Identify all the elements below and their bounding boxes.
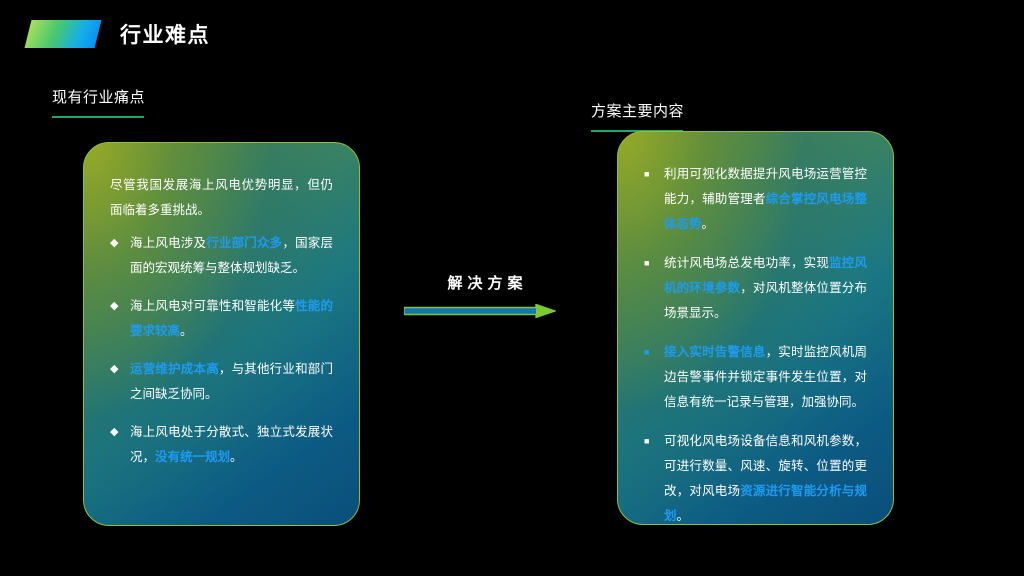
plain-phrase: 。	[230, 450, 243, 464]
highlighted-phrase: 行业部门众多	[206, 236, 283, 250]
plain-phrase: 海上风电涉及	[130, 236, 207, 250]
list-item: ■ 统计风电场总发电功率，实现监控风机的环境参数，对风机整体位置分布场景显示。	[644, 251, 867, 326]
list-item-text: 海上风电对可靠性和智能化等性能的要求较高。	[130, 294, 333, 344]
highlighted-phrase: 没有统一规划	[155, 450, 231, 464]
plain-phrase: 海上风电处于分散式、独立式发展状况，	[130, 425, 333, 464]
left-column-underline	[52, 116, 144, 118]
plain-phrase: 。	[180, 324, 193, 338]
pain-points-bullet-list: ◆ 海上风电涉及行业部门众多，国家层面的宏观统筹与整体规划缺乏。 ◆ 海上风电对可靠性…	[110, 231, 333, 470]
bullet-marker-icon: ◆	[110, 363, 119, 375]
plain-phrase: ，国家层面的宏观统筹与整体规划缺乏。	[130, 236, 333, 275]
right-arrow-icon	[404, 304, 556, 318]
plain-phrase: 利用可视化数据提升风电场运营管控能力，辅助管理者	[664, 167, 867, 206]
list-item: ◆ 海上风电处于分散式、独立式发展状况，没有统一规划。	[110, 420, 333, 470]
plain-phrase: 。	[701, 217, 715, 231]
bullet-marker-icon: ◆	[110, 237, 119, 249]
list-item: ◆ 运营维护成本高，与其他行业和部门之间缺乏协同。	[110, 357, 333, 407]
list-item-text: 利用可视化数据提升风电场运营管控能力，辅助管理者综合掌控风电场整体态势。	[664, 162, 867, 237]
solution-content-card: ■利用可视化数据提升风电场运营管控能力，辅助管理者综合掌控风电场整体态势。■统计…	[617, 131, 894, 525]
bullet-marker-icon: ◆	[110, 300, 119, 312]
highlighted-phrase: 综合掌控风电场整体态势	[664, 192, 867, 231]
bullet-marker-icon: ■	[644, 169, 650, 179]
list-item-text: 海上风电处于分散式、独立式发展状况，没有统一规划。	[130, 420, 333, 470]
list-item: ◆ 海上风电对可靠性和智能化等性能的要求较高。	[110, 294, 333, 344]
left-column-header: 现有行业痛点	[52, 86, 145, 118]
highlighted-phrase: 监控风机的环境参数	[664, 256, 867, 295]
slide-title-row: 行业难点	[24, 16, 210, 52]
list-item-text: 海上风电涉及行业部门众多，国家层面的宏观统筹与整体规划缺乏。	[130, 231, 333, 281]
list-item-text: 接入实时告警信息，实时监控风机周边告警事件并锁定事件发生位置，对信息有统一记录与…	[664, 340, 867, 415]
plain-phrase: ，对风机整体位置分布场景显示。	[664, 281, 867, 320]
list-item: ■ 可视化风电场设备信息和风机参数，可进行数量、风速、旋转、位置的更改，对风电场资…	[644, 429, 867, 524]
pain-points-card-content: 尽管我国发展海上风电优势明显，但仍面临着多重挑战。 ◆海上风电涉及行业部门众多，…	[84, 143, 359, 525]
right-column-heading-text: 方案主要内容	[591, 103, 685, 120]
solution-bullet-list: ■利用可视化数据提升风电场运营管控能力，辅助管理者综合掌控风电场整体态势。■统计…	[644, 162, 867, 524]
solution-arrow-group: 解决方案	[404, 272, 566, 318]
highlighted-phrase: 资源进行智能分析与规划	[664, 484, 867, 523]
solution-label: 解决方案	[447, 275, 528, 292]
right-column-header: 方案主要内容	[591, 100, 684, 132]
bullet-marker-icon: ◆	[110, 426, 119, 438]
plain-phrase: 。	[676, 509, 690, 523]
highlighted-phrase: 接入实时告警信息	[664, 345, 766, 359]
bullet-marker-icon: ■	[644, 436, 650, 446]
list-item: ■ 接入实时告警信息，实时监控风机周边告警事件并锁定事件发生位置，对信息有统一记录…	[644, 340, 867, 415]
plain-phrase: ，实时监控风机周边告警事件并锁定事件发生位置，对信息有统一记录与管理，加强协同。	[664, 345, 867, 409]
pain-points-lead-paragraph: 尽管我国发展海上风电优势明显，但仍面临着多重挑战。	[110, 178, 333, 217]
plain-phrase: 统计风电场总发电功率，实现	[664, 256, 830, 270]
plain-phrase: ，与其他行业和部门之间缺乏协同。	[130, 362, 333, 401]
bullet-marker-icon: ■	[644, 347, 650, 357]
page-title: 行业难点	[120, 24, 210, 47]
solution-card-content: ■利用可视化数据提升风电场运营管控能力，辅助管理者综合掌控风电场整体态势。■统计…	[618, 132, 893, 524]
gradient-parallelogram-badge-icon	[24, 20, 102, 48]
pain-points-card: 尽管我国发展海上风电优势明显，但仍面临着多重挑战。 ◆海上风电涉及行业部门众多，…	[83, 142, 360, 526]
list-item: ■ 利用可视化数据提升风电场运营管控能力，辅助管理者综合掌控风电场整体态势。	[644, 162, 867, 237]
left-column-heading-text: 现有行业痛点	[52, 89, 146, 106]
list-item-text: 运营维护成本高，与其他行业和部门之间缺乏协同。	[130, 357, 333, 407]
plain-phrase: 海上风电对可靠性和智能化等	[130, 299, 296, 313]
bullet-marker-icon: ■	[644, 258, 650, 268]
highlighted-phrase: 运营维护成本高	[130, 362, 219, 376]
list-item-text: 统计风电场总发电功率，实现监控风机的环境参数，对风机整体位置分布场景显示。	[664, 251, 867, 326]
plain-phrase: 可视化风电场设备信息和风机参数，可进行数量、风速、旋转、位置的更改，对风电场	[664, 434, 867, 498]
list-item: ◆ 海上风电涉及行业部门众多，国家层面的宏观统筹与整体规划缺乏。	[110, 231, 333, 281]
highlighted-phrase: 性能的要求较高	[130, 299, 333, 338]
list-item-text: 可视化风电场设备信息和风机参数，可进行数量、风速、旋转、位置的更改，对风电场资源…	[664, 429, 867, 524]
